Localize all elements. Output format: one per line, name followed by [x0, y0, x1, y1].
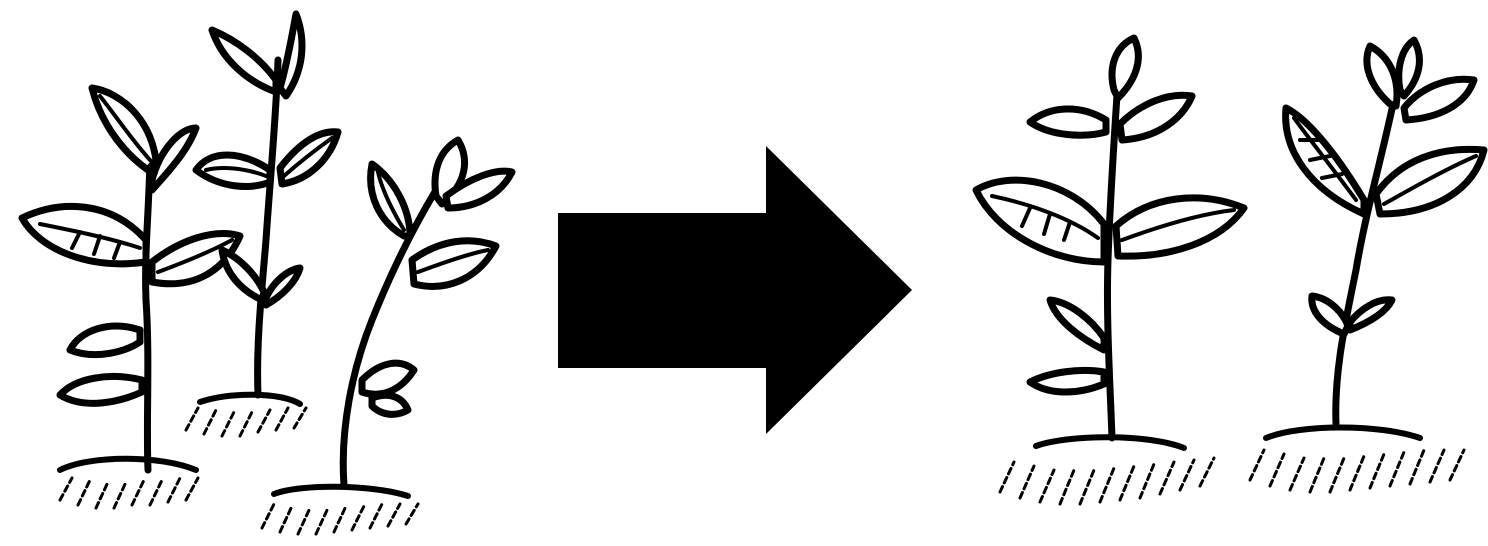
plant-leaf: [208, 26, 280, 96]
spaced-plant-2: [1248, 36, 1488, 494]
plant-leaf: [1395, 36, 1423, 100]
soil-hatching: [184, 406, 308, 438]
plant-leaf: [1112, 194, 1248, 260]
soil-mound: [1033, 434, 1187, 451]
plant-leaf: [1026, 366, 1108, 396]
spaced-plant-1: [972, 34, 1248, 506]
plant-leaf: [358, 359, 418, 398]
right-arrow-icon: [558, 146, 912, 434]
plant-leaf: [1046, 296, 1108, 354]
plant-leaf: [368, 391, 412, 418]
soil-hatching: [58, 476, 200, 510]
crowded-plant-2: [184, 10, 342, 438]
plant-stem: [1332, 86, 1400, 428]
plant-leaf: [1026, 105, 1110, 139]
soil-mound: [271, 483, 411, 499]
plant-leaf: [218, 246, 268, 304]
plant-leaf: [972, 176, 1108, 266]
plant-stem: [339, 186, 440, 489]
crowded-plant-1: [18, 84, 244, 510]
plant-stem: [1103, 76, 1122, 442]
plant-leaf: [1116, 91, 1196, 144]
plant-stem: [254, 56, 282, 399]
plant-leaf: [262, 264, 304, 309]
plant-leaf: [1346, 296, 1396, 334]
soil-mound: [57, 455, 199, 473]
plant-leaf: [148, 124, 200, 194]
plant-leaf: [56, 373, 146, 407]
soil-hatching: [998, 456, 1216, 506]
plant-leaf: [367, 160, 414, 240]
plant-stem: [142, 146, 154, 474]
plant-leaf: [1308, 292, 1352, 338]
right-panel-spaced-plants: [972, 34, 1488, 506]
arrow-shape: [558, 146, 912, 434]
plant-leaf: [1400, 75, 1478, 124]
plant-leaf: [276, 10, 306, 100]
plant-leaf: [442, 167, 516, 212]
left-panel-crowded-plants: [18, 10, 516, 536]
plant-leaf: [1108, 34, 1142, 102]
crowded-plant-3: [260, 136, 516, 536]
soil-hatching: [1248, 448, 1466, 494]
plant-leaf: [66, 322, 144, 359]
soil-mound: [1263, 424, 1423, 441]
plant-leaf: [408, 237, 500, 290]
plant-leaf: [192, 151, 274, 190]
plant-leaf: [1363, 42, 1401, 110]
soil-mound: [197, 391, 303, 407]
soil-hatching: [260, 502, 420, 536]
